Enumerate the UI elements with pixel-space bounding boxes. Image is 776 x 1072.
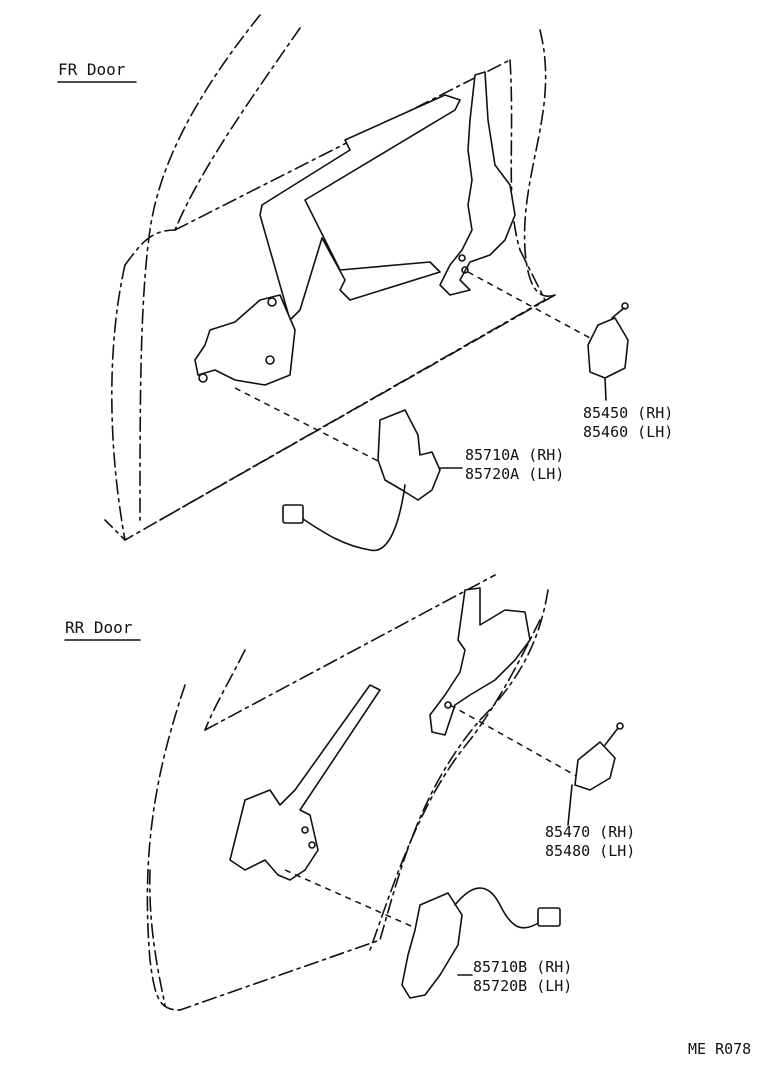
front-door-lock-assembly xyxy=(439,71,516,296)
rear-door-lock-assembly xyxy=(429,587,531,736)
rear-switch-leader xyxy=(449,704,581,779)
front-switch-leader xyxy=(467,271,591,339)
front-lock-motor-label: 85710A (RH) 85720A (LH) xyxy=(465,446,564,483)
front-motor-number-rh: 85710A (RH) xyxy=(465,446,564,464)
rear-lock-motor-part xyxy=(401,887,561,999)
front-switch-number-rh: 85450 (RH) xyxy=(583,404,673,422)
rear-window-regulator xyxy=(229,684,381,881)
rear-lock-switch-label: 85470 (RH) 85480 (LH) xyxy=(545,823,635,860)
diagram-reference-code: ME R078 xyxy=(688,1040,751,1058)
front-switch-number-lh: 85460 (LH) xyxy=(583,423,673,441)
rear-door-title: RR Door xyxy=(65,618,133,637)
front-motor-leader xyxy=(234,387,381,463)
rear-switch-number-lh: 85480 (LH) xyxy=(545,842,635,860)
rear-lock-switch-part xyxy=(567,722,624,826)
rear-motor-leader xyxy=(284,869,421,931)
rear-door-outline xyxy=(146,574,549,1011)
front-door-title: FR Door xyxy=(58,60,126,79)
front-lock-motor-part xyxy=(282,409,463,552)
front-door-outline xyxy=(104,14,556,541)
front-motor-number-lh: 85720A (LH) xyxy=(465,465,564,483)
rear-motor-number-rh: 85710B (RH) xyxy=(473,958,572,976)
front-door-section: FR Door xyxy=(57,14,673,552)
front-lock-switch-label: 85450 (RH) 85460 (LH) xyxy=(583,404,673,441)
rear-door-section: RR Door xyxy=(64,574,635,1011)
rear-switch-number-rh: 85470 (RH) xyxy=(545,823,635,841)
rear-motor-number-lh: 85720B (LH) xyxy=(473,977,572,995)
rear-lock-motor-label: 85710B (RH) 85720B (LH) xyxy=(473,958,572,995)
front-window-regulator xyxy=(194,94,461,386)
front-lock-switch-part xyxy=(587,302,629,401)
